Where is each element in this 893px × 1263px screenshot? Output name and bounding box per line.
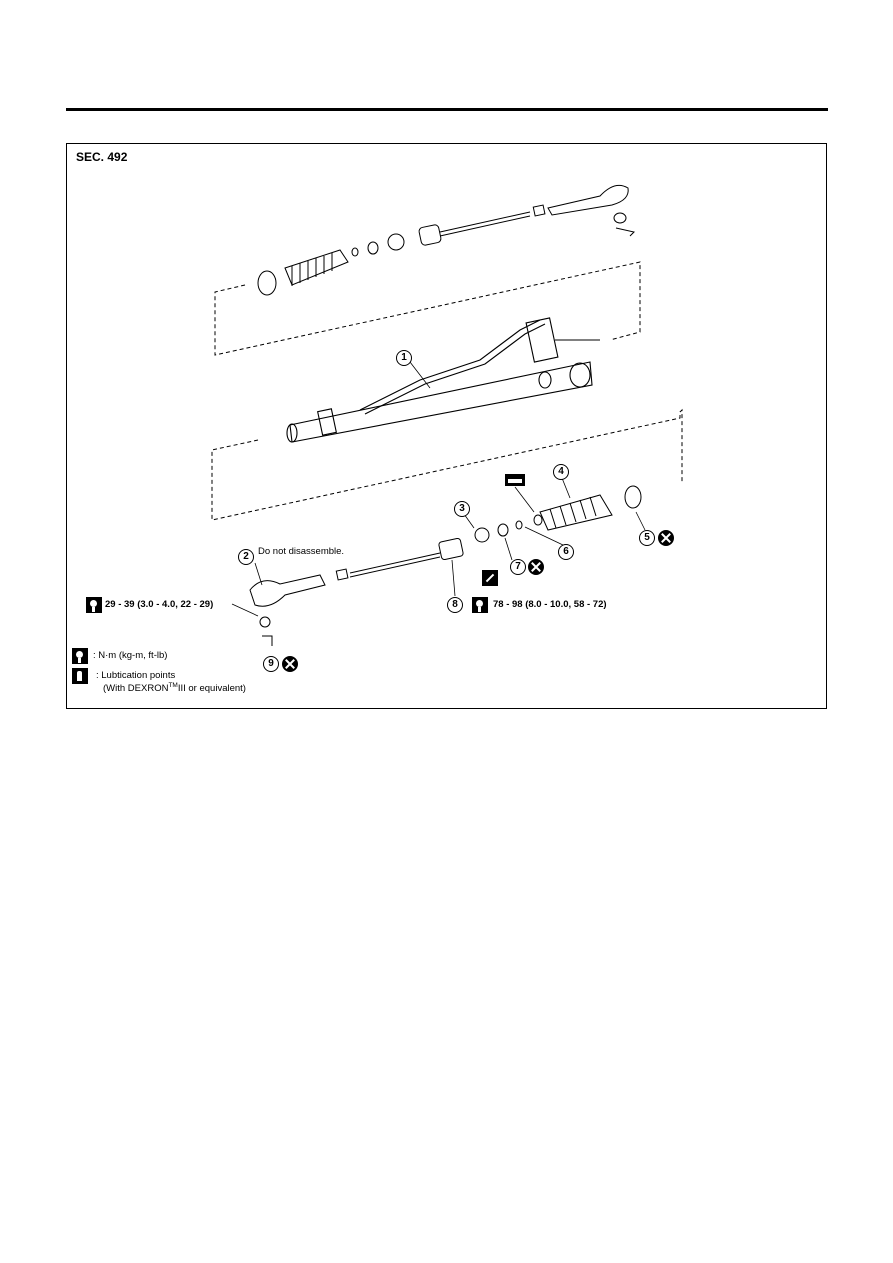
section-label: SEC. 492 [76, 150, 128, 164]
torque-wrench-icon [472, 597, 488, 613]
callout-3: 3 [454, 501, 470, 517]
grease-icon [505, 474, 525, 486]
legend-lube-label: : Lubtication points [96, 670, 176, 681]
upper-bracket-dashed [214, 261, 641, 356]
legend-torque-units: : N·m (kg-m, ft-lb) [93, 650, 168, 661]
callout-7: 7 [510, 559, 526, 575]
callout-2: 2 [238, 549, 254, 565]
figure-frame [66, 143, 827, 709]
header-rule [66, 108, 828, 111]
replace-part-icon [282, 656, 298, 672]
callout-8: 8 [447, 597, 463, 613]
torque-wrench-icon [72, 648, 88, 664]
inner-socket-torque: 78 - 98 (8.0 - 10.0, 58 - 72) [493, 599, 607, 610]
callout-9: 9 [263, 656, 279, 672]
leader-lines [231, 361, 646, 617]
callout-1: 1 [396, 350, 412, 366]
pencil-mark-icon [482, 570, 498, 586]
top-boot [257, 233, 405, 296]
rack-housing [286, 317, 600, 443]
torque-wrench-icon [86, 597, 102, 613]
callout-4: 4 [553, 464, 569, 480]
steering-gear-exploded-diagram [211, 184, 683, 646]
lower-bracket-dashed [211, 408, 683, 521]
top-tie-rod [418, 184, 635, 246]
callout-5: 5 [639, 530, 655, 546]
lower-boot [533, 485, 642, 531]
replace-part-icon [658, 530, 674, 546]
legend-lube-detail: (With DEXRONTMIII or equivalent) [103, 682, 246, 695]
callout-6: 6 [558, 544, 574, 560]
tie-rod-nut-torque: 29 - 39 (3.0 - 4.0, 22 - 29) [105, 599, 214, 610]
do-not-disassemble-note: Do not disassemble. [258, 546, 345, 557]
replace-part-icon [528, 559, 544, 575]
lower-tie-rod [249, 520, 523, 646]
lubrication-icon [72, 668, 88, 684]
